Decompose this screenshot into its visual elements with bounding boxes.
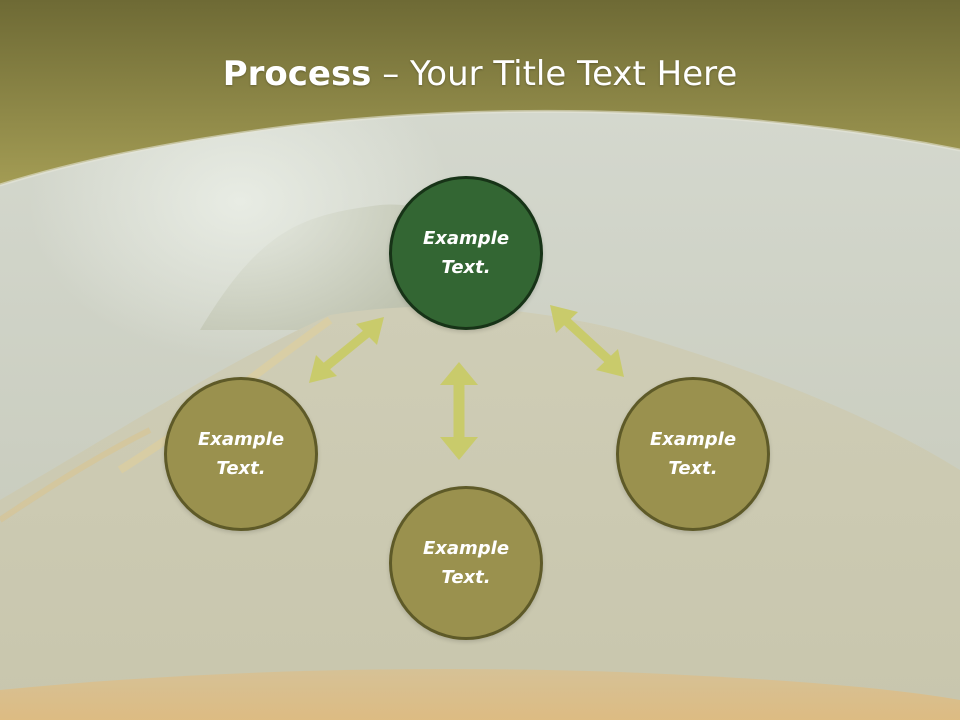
slide-title-bold: Process bbox=[222, 54, 372, 94]
slide-title: Process – Your Title Text Here bbox=[0, 52, 960, 96]
process-node-left: Example Text. bbox=[164, 377, 318, 531]
slide-title-rest: – Your Title Text Here bbox=[371, 54, 738, 94]
process-node-bottom: Example Text. bbox=[389, 486, 543, 640]
process-node-right: Example Text. bbox=[616, 377, 770, 531]
process-node-top: Example Text. bbox=[389, 176, 543, 330]
